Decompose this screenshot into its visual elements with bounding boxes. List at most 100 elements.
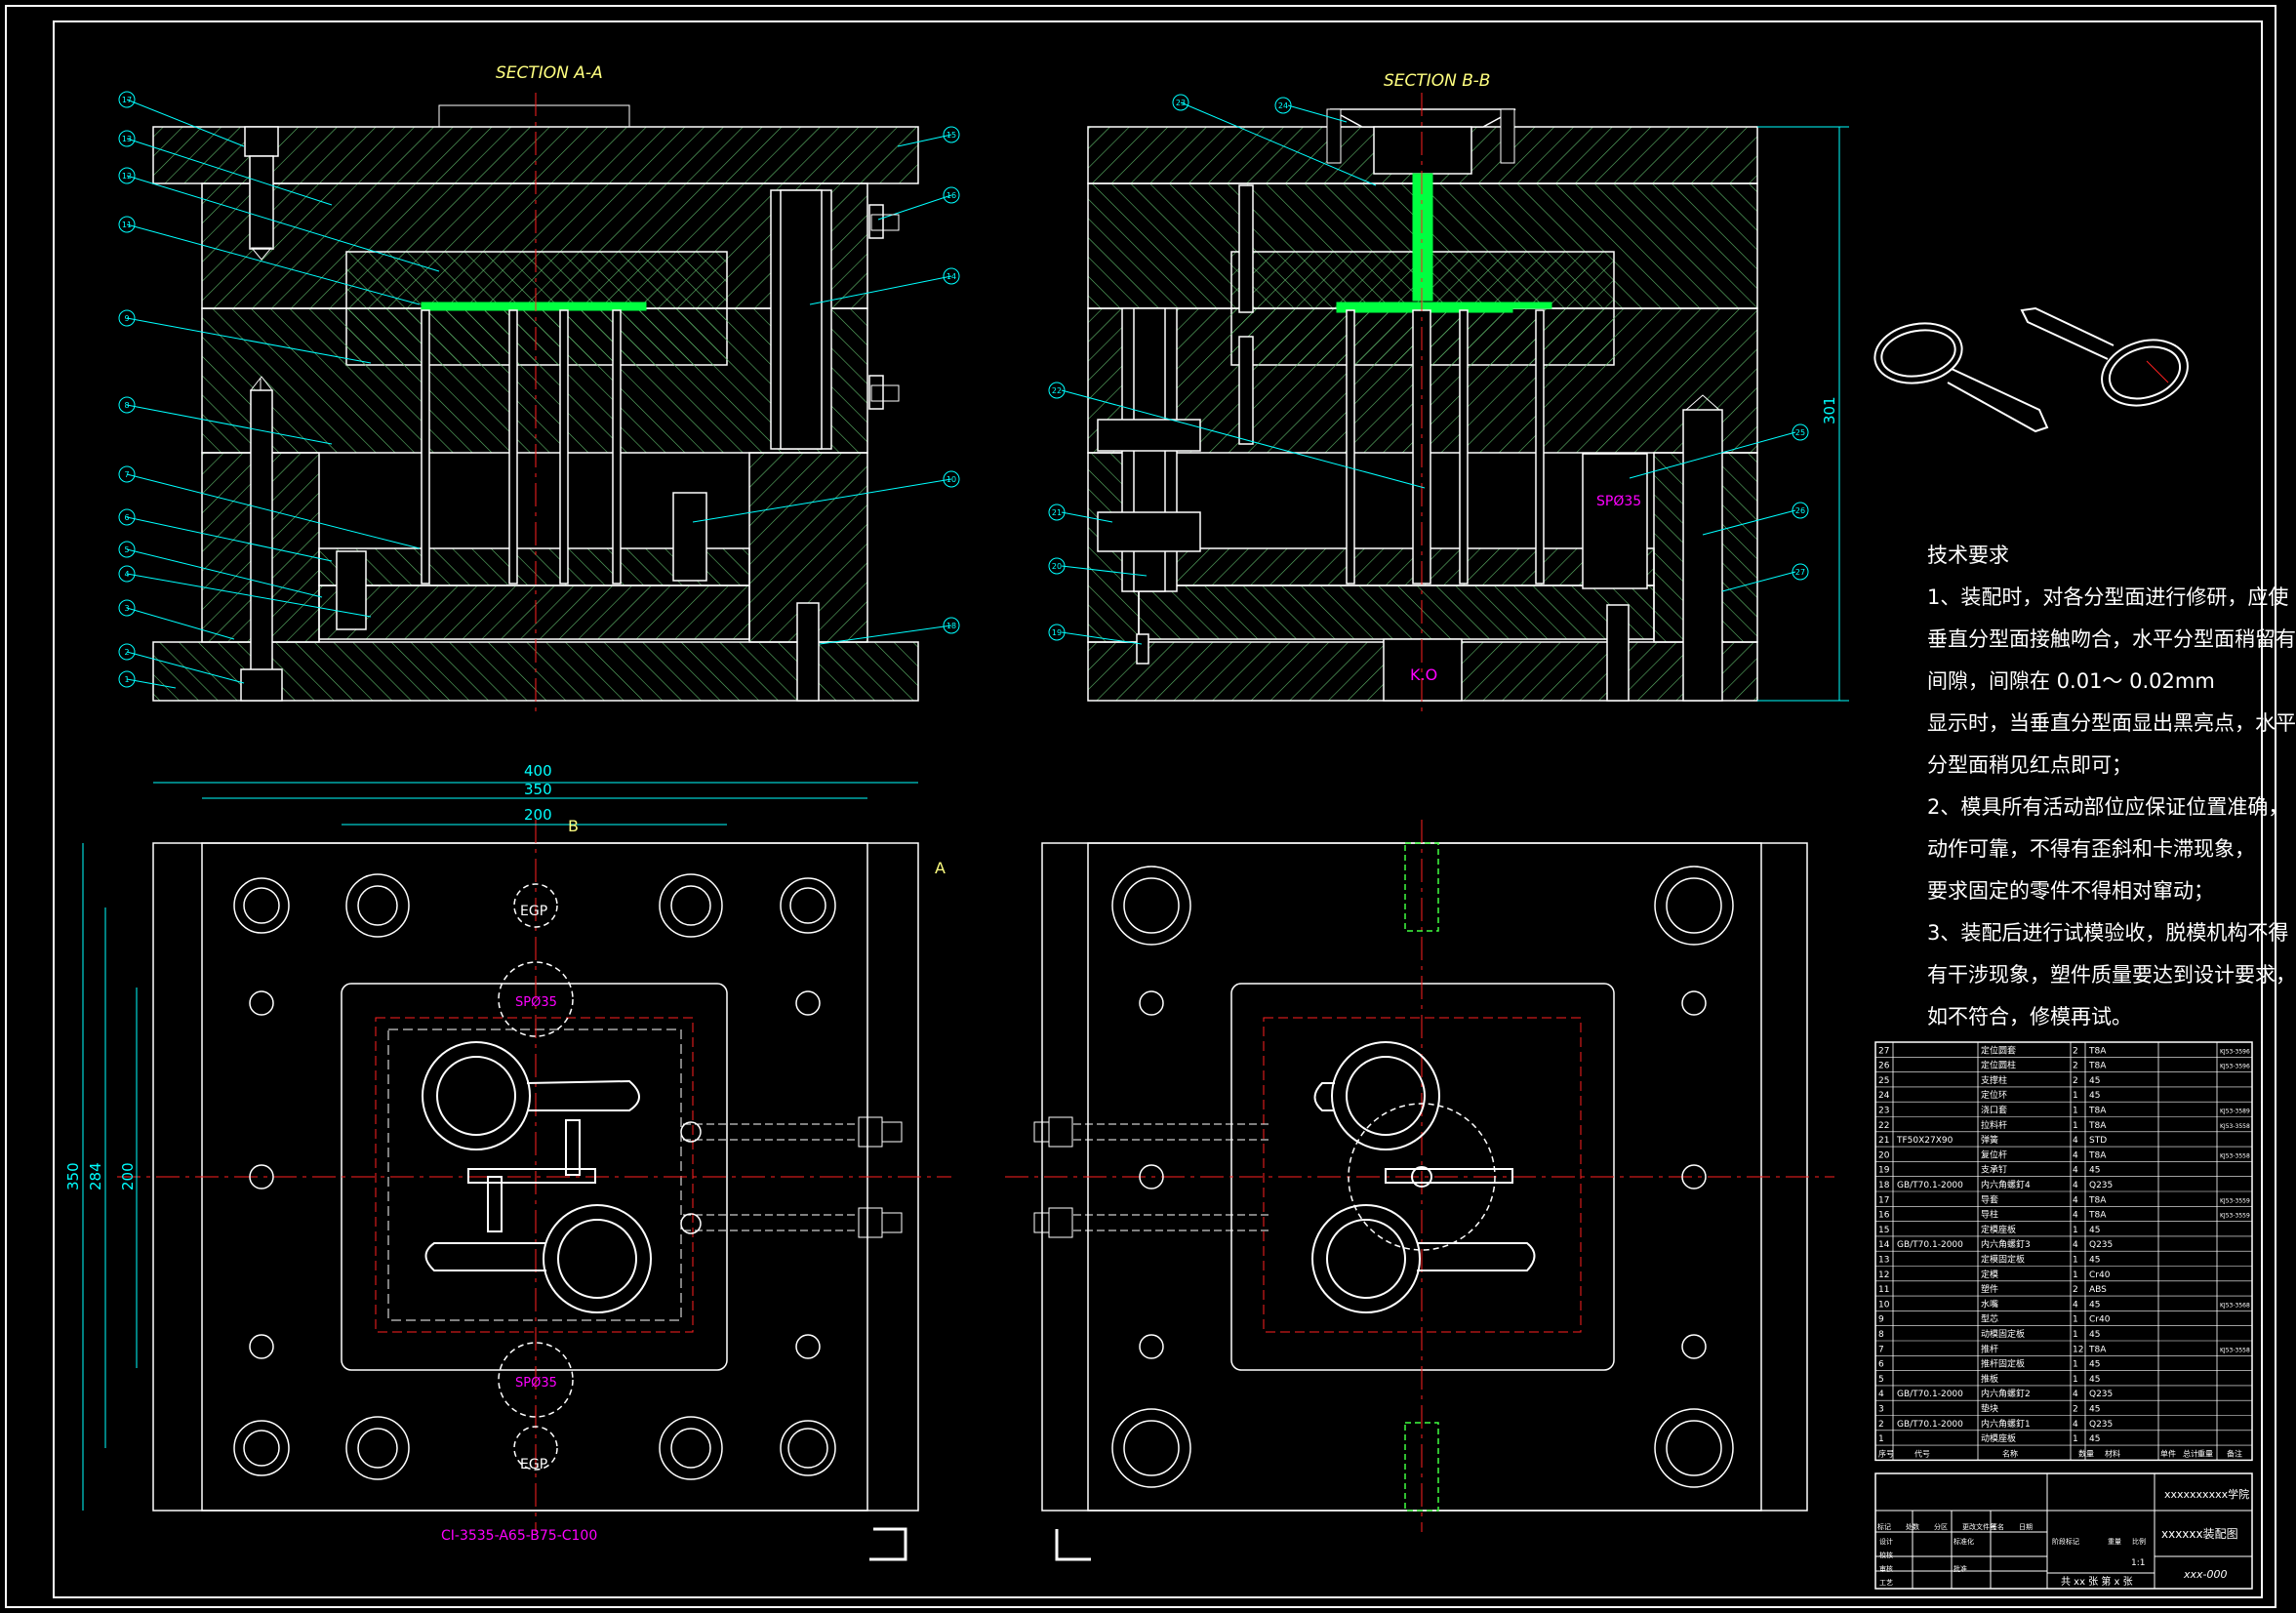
bom-cell: 塑件 (1981, 1283, 1998, 1295)
title-mid-label: 批准 (1954, 1564, 1967, 1573)
mold-base-label: CI-3535-A65-B75-C100 (441, 1528, 597, 1544)
bom-cell: GB/T70.1-2000 (1897, 1181, 1963, 1190)
balloon-circle (118, 167, 136, 184)
bom-cell: 内六角螺釘1 (1981, 1418, 2031, 1430)
bom-cell: Q235 (2089, 1390, 2113, 1399)
bom-cell: 4 (2073, 1195, 2078, 1205)
title-row-label: 设计 (1879, 1537, 1893, 1546)
egp-top-label: EGP (520, 904, 547, 919)
bom-cell: 13 (1878, 1256, 1889, 1266)
bom-cell: 15 (1878, 1226, 1889, 1235)
balloon-number: 12 (122, 172, 132, 181)
bom-cell: STD (2089, 1136, 2107, 1146)
balloon-circle (118, 565, 136, 583)
bom-cell: 推杆固定板 (1981, 1358, 2025, 1370)
bom-cell: 1 (2073, 1226, 2078, 1235)
balloon-circle (1048, 382, 1066, 399)
balloon-number: 21 (1052, 508, 1062, 517)
bom-header-cell: 重量 (2197, 1448, 2213, 1458)
bom-cell: KJ53-3596 (2220, 1064, 2250, 1070)
balloon-number: 13 (122, 135, 132, 143)
balloon-number: 27 (1795, 568, 1805, 577)
title-role-label: 更改文件号 (1962, 1522, 1996, 1531)
bom-cell: 4 (2073, 1240, 2078, 1250)
dim-301: 301 (1821, 396, 1838, 424)
bom-cell: GB/T70.1-2000 (1897, 1420, 1963, 1430)
bom-cell: 14 (1878, 1240, 1890, 1250)
bom-cell: 定模 (1981, 1269, 1998, 1280)
title-drawing-no: xxx-000 (2183, 1568, 2228, 1581)
bom-cell: GB/T70.1-2000 (1897, 1390, 1963, 1399)
bom-cell: 1 (2073, 1315, 2078, 1325)
bom-cell: 1 (2073, 1360, 2078, 1370)
balloon-number: 2 (124, 648, 129, 657)
balloon-number: 7 (124, 470, 129, 479)
dim-284-h: 284 (87, 1162, 104, 1190)
bom-cell: ABS (2089, 1285, 2107, 1295)
bom-cell: 1 (2073, 1434, 2078, 1444)
balloon-circle (1048, 624, 1066, 641)
title-row-label: 审核 (1879, 1564, 1893, 1573)
bom-cell: KJ53-3589 (2220, 1109, 2250, 1115)
balloon-number: 5 (124, 545, 129, 554)
dim-400: 400 (524, 762, 552, 780)
bom-cell: 2 (2073, 1076, 2078, 1086)
balloon-number: 25 (1795, 428, 1805, 437)
bom-cell: 45 (2089, 1434, 2100, 1444)
title-role-label: 标记 (1877, 1522, 1891, 1531)
bom-cell: T8A (2088, 1195, 2107, 1205)
egp-bottom-label: EGP (520, 1457, 547, 1472)
balloon-number: 19 (1052, 628, 1062, 637)
balloon-number: 22 (1052, 386, 1062, 395)
title-role-label: 日期 (2019, 1523, 2033, 1531)
bom-cell: 45 (2089, 1300, 2100, 1310)
bom-cell: 25 (1878, 1076, 1889, 1086)
bom-cell: 定模座板 (1981, 1224, 2016, 1235)
requirement-line: 动作可靠，不得有歪斜和卡滞现象， (1927, 837, 2255, 861)
bom-cell: 7 (1878, 1345, 1884, 1354)
bom-header-cell: 序号 (1878, 1448, 1894, 1458)
bom-cell: 8 (1878, 1330, 1884, 1340)
bom-cell: 26 (1878, 1062, 1890, 1071)
bom-cell: 垫块 (1981, 1403, 1998, 1415)
balloon-circle (1172, 94, 1189, 111)
sp-bottom-label: SPØ35 (515, 1376, 557, 1391)
balloon-number: 11 (122, 221, 132, 229)
balloon-circle (1792, 563, 1809, 581)
balloon-circle (943, 470, 960, 488)
requirement-line: 间隙，间隙在 0.01～ 0.02mm (1927, 669, 2215, 693)
bom-cell: 1 (2073, 1256, 2078, 1266)
bom-cell: 2 (2073, 1405, 2078, 1415)
balloon-circle (118, 599, 136, 617)
balloon-number: 16 (947, 191, 956, 200)
bom-cell: Q235 (2089, 1420, 2113, 1430)
balloon-circle (943, 186, 960, 204)
bom-cell: 内六角螺釘2 (1981, 1388, 2031, 1399)
bom-cell: 推杆 (1981, 1343, 1998, 1354)
balloon-number: 23 (1176, 99, 1186, 107)
balloon-circle (118, 643, 136, 661)
title-drawing-name: xxxxxx装配图 (2161, 1527, 2238, 1541)
bom-cell: 支承钉 (1981, 1164, 2007, 1176)
title-scale: 1:1 (2131, 1558, 2145, 1568)
requirement-line: 分型面稍见红点即可； (1927, 753, 2132, 777)
balloon-circle (1792, 502, 1809, 519)
bom-cell: 45 (2089, 1330, 2100, 1340)
title-block-text: 标记处数分区更改文件号签名日期设计校核审核工艺标准化批准阶段标记重量比例 (1877, 1522, 2146, 1587)
balloon-circle (943, 617, 960, 634)
balloon-number: 9 (124, 314, 129, 323)
bom-cell: 推板 (1981, 1373, 1998, 1385)
title-sheets: 共 xx 张 第 x 张 (2061, 1575, 2133, 1588)
bom-cell: 4 (2073, 1181, 2078, 1190)
bom-cell: 弹簧 (1981, 1134, 1998, 1146)
title-meta-label: 阶段标记 (2052, 1537, 2079, 1546)
bom-cell: T8A (2088, 1121, 2107, 1131)
bom-header-cell: 单件 (2160, 1448, 2176, 1458)
title-row-label: 工艺 (1879, 1579, 1893, 1587)
bom-cell: 10 (1878, 1300, 1890, 1310)
bom-cell: KJ53-3568 (2220, 1302, 2250, 1309)
bom-cell: 19 (1878, 1166, 1890, 1176)
balloon-circle (118, 130, 136, 147)
requirement-line: 3、装配后进行试模验收，脱模机构不得 (1927, 921, 2289, 945)
bom-cell: 导柱 (1981, 1209, 1998, 1221)
